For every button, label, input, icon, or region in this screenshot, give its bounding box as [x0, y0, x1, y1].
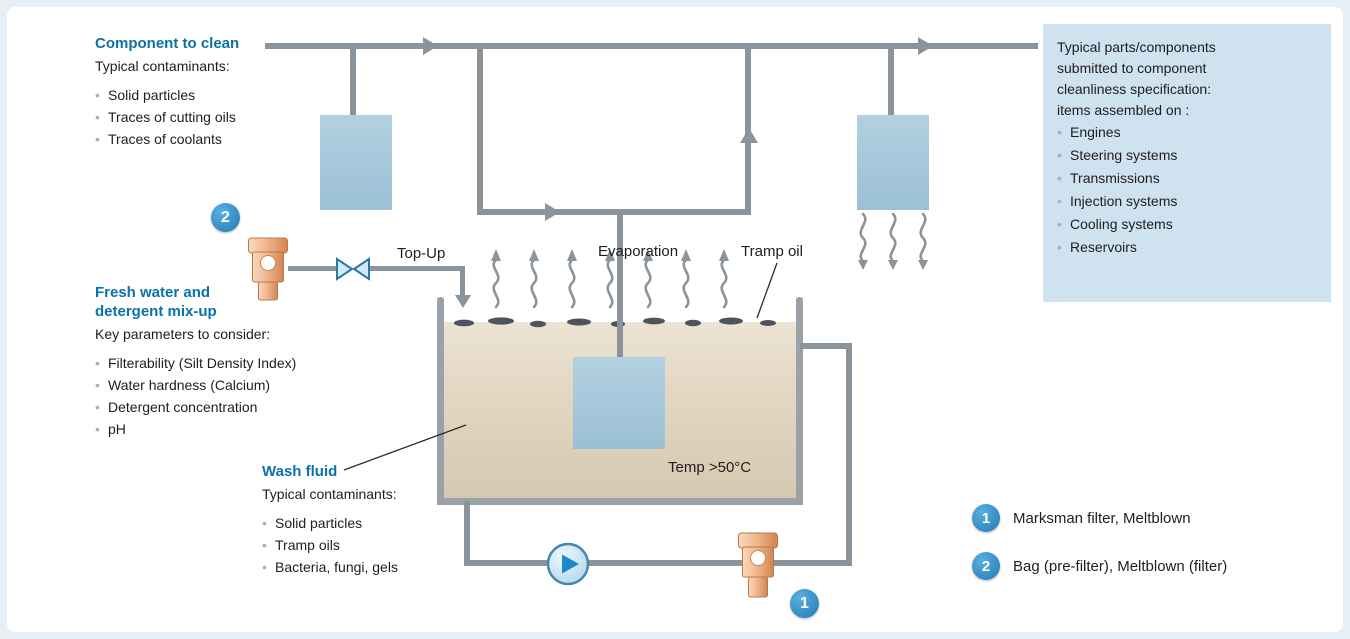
pipe-dry-branch [888, 43, 894, 117]
pipe-wash-drop [477, 43, 483, 215]
legend-text-1: Marksman filter, Meltblown [1013, 509, 1191, 527]
component-to-clean-subtitle: Typical contaminants: [95, 58, 230, 74]
pipe-topup-1 [288, 266, 337, 271]
badge-1: 1 [790, 589, 819, 618]
legend-text-2: Bag (pre-filter), Meltblown (filter) [1013, 557, 1228, 575]
legend-item-2: 2 Bag (pre-filter), Meltblown (filter) [972, 552, 1227, 580]
pump-icon [546, 542, 590, 586]
prefilter-icon [248, 237, 288, 301]
list-item: Engines [1057, 121, 1317, 144]
component-box-in-wash [573, 357, 665, 449]
fresh-water-title-line1: Fresh water and [95, 284, 211, 301]
list-item: Tramp oils [262, 534, 472, 556]
list-item: Water hardness (Calcium) [95, 374, 347, 396]
list-item: Steering systems [1057, 144, 1317, 167]
flow-arrow-right-icon [423, 37, 438, 55]
fresh-water-list: Filterability (Silt Density Index) Water… [95, 352, 347, 440]
tank-wall-left [437, 297, 444, 505]
main-filter-icon [738, 532, 778, 598]
legend-item-1: 1 Marksman filter, Meltblown [972, 504, 1191, 532]
top-up-label: Top-Up [397, 245, 446, 262]
list-item: Filterability (Silt Density Index) [95, 352, 347, 374]
panel-intro-line: Typical parts/components [1057, 39, 1216, 55]
list-item: pH [95, 418, 347, 440]
badge-2-number: 2 [221, 208, 230, 226]
fresh-water-block: Fresh water and detergent mix-up Key par… [95, 283, 347, 440]
panel-intro-line: submitted to component [1057, 60, 1207, 76]
list-item: Traces of coolants [95, 128, 285, 150]
pipe-top-conveyor [265, 43, 1038, 49]
tank-wall-right [796, 297, 803, 505]
fresh-water-title-line2: detergent mix-up [95, 303, 217, 320]
parts-components-panel: Typical parts/components submitted to co… [1043, 24, 1331, 302]
pipe-topup-2 [368, 266, 465, 271]
valve-icon [336, 257, 370, 281]
component-box-loading [320, 115, 392, 210]
list-item: Transmissions [1057, 167, 1317, 190]
tank-bottom [437, 498, 803, 505]
list-item: Cooling systems [1057, 213, 1317, 236]
pipe-mid-run [477, 209, 751, 215]
list-item: Solid particles [95, 84, 285, 106]
flow-arrow-right-icon [545, 203, 560, 221]
temperature-label: Temp >50°C [668, 459, 752, 476]
pipe-component-hanger [617, 209, 623, 361]
pipe-return [800, 343, 852, 349]
pipe-circulation [464, 560, 852, 566]
wash-fluid-title: Wash fluid [262, 463, 338, 480]
component-to-clean-title: Component to clean [95, 35, 240, 52]
wash-fluid-list: Solid particles Tramp oils Bacteria, fun… [262, 512, 472, 578]
fresh-water-subtitle: Key parameters to consider: [95, 326, 271, 342]
legend-badge-2: 2 [972, 552, 1000, 580]
evaporation-label: Evaporation [598, 243, 679, 260]
component-to-clean-block: Component to clean Typical contaminants:… [95, 34, 285, 150]
list-item: Solid particles [262, 512, 472, 534]
wash-fluid-subtitle: Typical contaminants: [262, 486, 397, 502]
list-item: Traces of cutting oils [95, 106, 285, 128]
badge-1-number: 1 [800, 594, 809, 612]
flow-arrow-up-icon [740, 128, 758, 143]
drip-arrows-icon [856, 212, 930, 272]
component-box-drying [857, 115, 929, 210]
list-item: Injection systems [1057, 190, 1317, 213]
component-to-clean-list: Solid particles Traces of cutting oils T… [95, 84, 285, 150]
panel-intro-line: cleanliness specification: [1057, 81, 1212, 97]
pipe-topup-drop [460, 266, 465, 298]
pipe-riser [846, 343, 852, 566]
flow-arrow-down-icon [455, 295, 471, 308]
list-item: Reservoirs [1057, 236, 1317, 259]
tramp-oil-label: Tramp oil [741, 243, 803, 260]
badge-2: 2 [211, 203, 240, 232]
wash-fluid-block: Wash fluid Typical contaminants: Solid p… [262, 462, 472, 578]
list-item: Detergent concentration [95, 396, 347, 418]
legend-badge-1: 1 [972, 504, 1000, 532]
pipe-load-branch [350, 43, 356, 117]
panel-intro-line: items assembled on : [1057, 102, 1190, 118]
flow-arrow-right-icon [918, 37, 933, 55]
list-item: Bacteria, fungi, gels [262, 556, 472, 578]
